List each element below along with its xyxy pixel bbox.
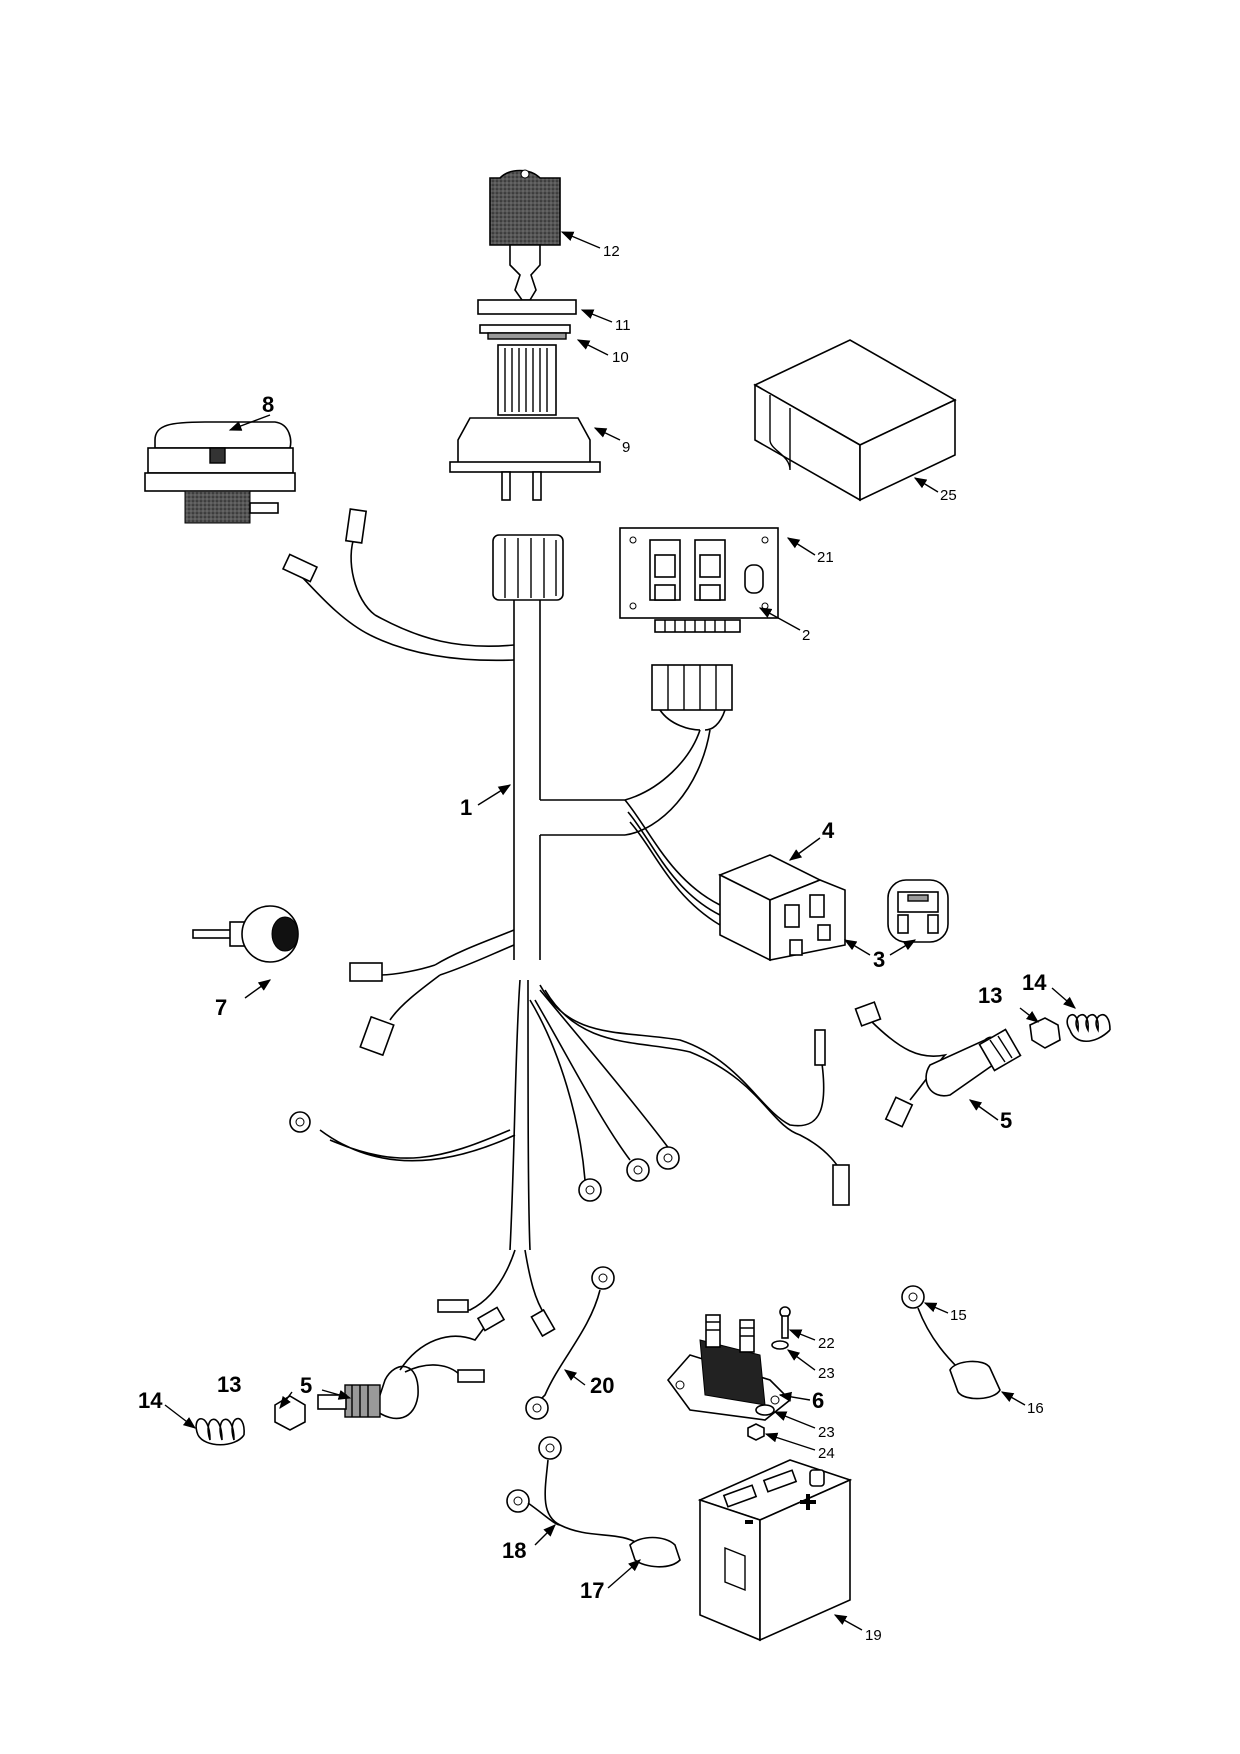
callout-7: 7 [215,995,227,1020]
callout-10: 10 [612,349,629,366]
callout-25: 25 [940,487,957,504]
callout-24: 24 [818,1445,835,1462]
callout-16: 16 [1027,1400,1044,1417]
callout-13-right: 13 [978,983,1002,1008]
callout-13-left: 13 [217,1372,241,1397]
battery-cable [506,1436,681,1568]
positive-cable [901,1285,1001,1400]
callout-11: 11 [615,317,631,334]
hour-meter [144,421,296,524]
callout-3: 3 [873,947,885,972]
relay [718,854,846,962]
hex-nut-right [1029,1017,1061,1049]
callout-14-left: 14 [138,1388,163,1413]
callout-4: 4 [822,818,835,843]
power-socket [192,905,299,963]
callout-9: 9 [622,439,630,456]
callout-15: 15 [950,1307,967,1324]
callout-21: 21 [817,549,834,566]
leader-arrows [164,231,1076,1631]
callout-23-upper: 23 [818,1365,835,1382]
blade-fuse [887,879,949,943]
seat-switch-left [317,1306,506,1420]
callout-17: 17 [580,1578,604,1603]
callout-22: 22 [818,1335,835,1352]
washer-lower [755,1404,775,1416]
callout-6: 6 [812,1388,824,1413]
fuse-cover [753,339,957,502]
callout-12: 12 [603,243,620,260]
callout-20: 20 [590,1373,614,1398]
callout-23-lower: 23 [818,1424,835,1441]
ignition-key [489,169,561,301]
bolt [779,1306,791,1339]
spring-right [1066,1013,1111,1043]
callout-19: 19 [865,1627,882,1644]
callout-5-right: 5 [1000,1108,1012,1133]
callout-18: 18 [502,1538,526,1563]
ground-cable [525,1266,615,1420]
callout-8: 8 [262,392,274,417]
nut [747,1423,765,1441]
callout-2: 2 [802,627,810,644]
seat-switch-right [854,1001,1022,1128]
starter-solenoid [666,1314,792,1421]
battery [697,1459,853,1642]
ignition-switch [449,344,601,501]
callout-14-right: 14 [1022,970,1047,995]
retaining-nut [479,324,571,340]
spring-left [195,1417,245,1446]
callout-1: 1 [460,795,472,820]
callout-5-left: 5 [300,1373,312,1398]
main-wiring-harness [281,508,850,1338]
bezel-cap [477,299,577,315]
hex-nut-left [274,1395,306,1431]
washer-upper [771,1340,789,1350]
fuse-panel [619,527,779,633]
